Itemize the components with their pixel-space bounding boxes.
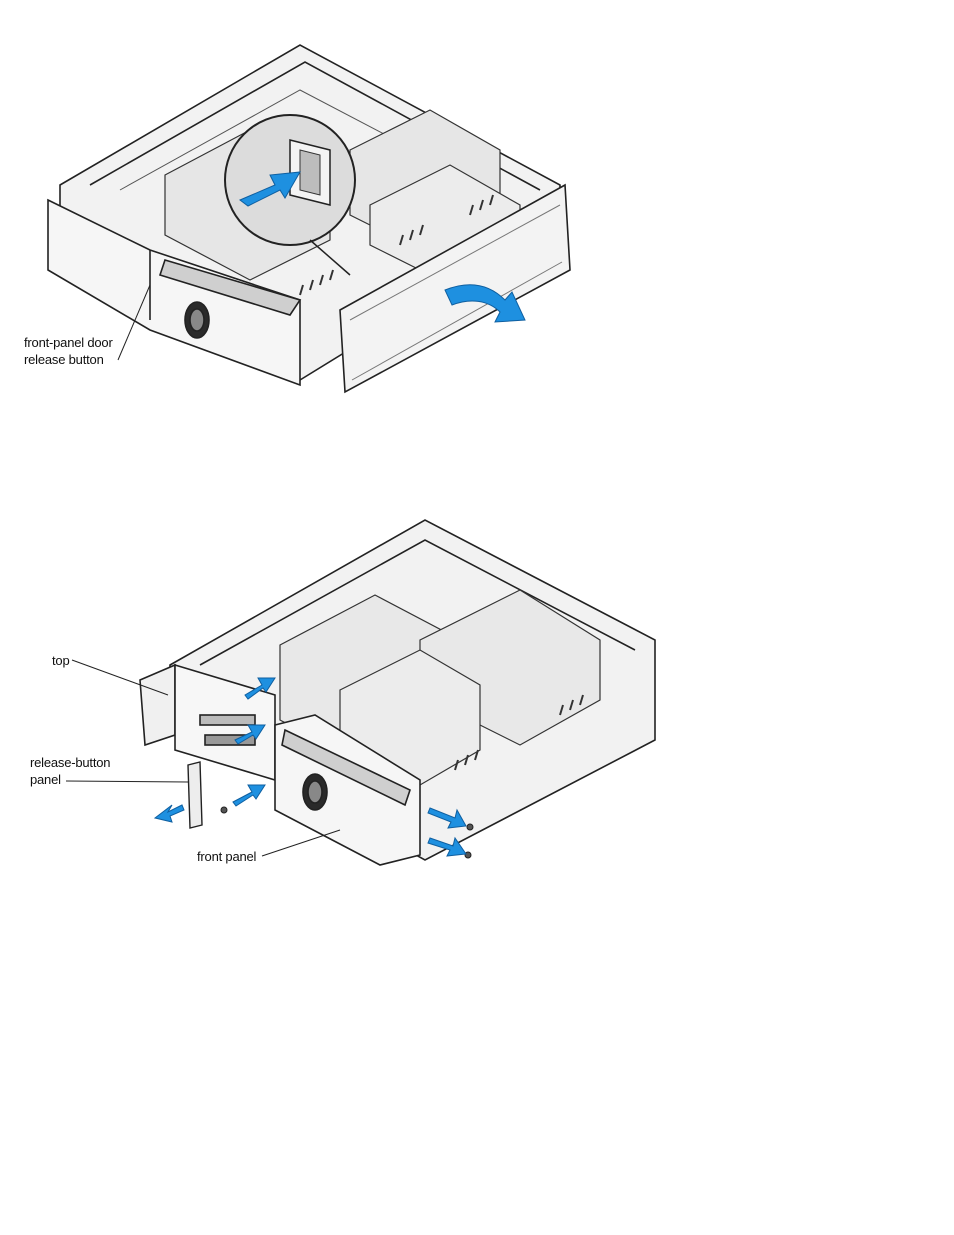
label-line: front-panel door [24, 335, 113, 350]
computer-illustration-1 [47, 44, 571, 394]
label-top: top [52, 653, 70, 668]
arrow-icon [427, 836, 467, 857]
front-bezel-1 [47, 198, 302, 387]
label-line: release-button [30, 755, 111, 770]
figure-remove-cover: front-panel door release button [0, 0, 954, 420]
slide-arrow-icon [444, 284, 526, 323]
label-line: release button [24, 352, 104, 367]
label-front-panel: front panel [197, 849, 257, 864]
front-panel-2 [274, 714, 421, 866]
removal-arrows [153, 677, 467, 857]
arrow-icon [427, 807, 467, 829]
release-button-panel-piece [187, 761, 203, 829]
push-arrow-icon [239, 171, 301, 207]
computer-illustration-2 [65, 519, 656, 866]
vent-slots-2 [454, 694, 584, 771]
arrow-icon [234, 724, 266, 745]
arrow-icon [153, 804, 185, 823]
leader-lines-2 [65, 659, 341, 857]
screws [220, 806, 474, 859]
leader-line-release-button [117, 284, 151, 361]
arrow-icon [244, 677, 276, 700]
figure-remove-front-panel: top release-button panel front panel [0, 500, 954, 900]
label-front-panel-door-release: front-panel door release button [24, 334, 113, 368]
vent-slots-1 [299, 194, 494, 296]
label-release-button-panel: release-button panel [30, 754, 111, 788]
label-line: panel [30, 772, 61, 787]
arrow-icon [232, 784, 266, 807]
